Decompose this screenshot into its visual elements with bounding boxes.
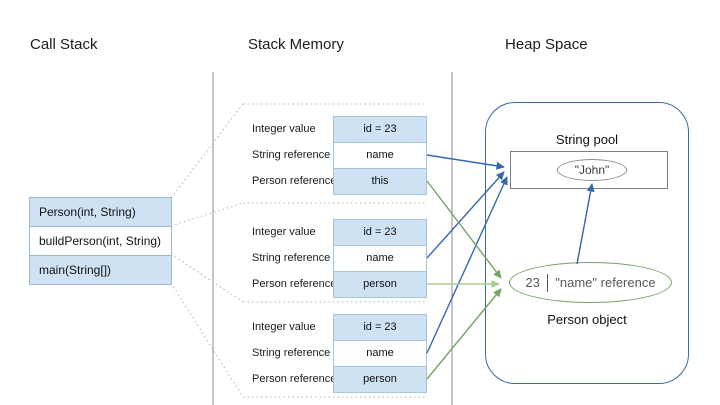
call-stack-row-person: Person(int, String) [30,198,171,226]
value-cells: id = 23 name this [333,116,427,195]
person-id-value: 23 [525,275,540,290]
value-cell: person [334,366,426,392]
value-separator [546,273,549,292]
heap-space-title: Heap Space [505,36,588,53]
value-cell: name [334,142,426,168]
string-pool-box: "John" [510,151,668,189]
stack-frame-1: Integer value String reference Person re… [243,116,427,196]
value-cell: id = 23 [334,117,426,142]
row-label: String reference [252,149,331,161]
value-cell: person [334,271,426,297]
row-label: Integer value [252,123,316,135]
value-cells: id = 23 name person [333,219,427,298]
row-label: Person reference [252,373,337,385]
value-cell: id = 23 [334,315,426,340]
call-stack-row-buildperson: buildPerson(int, String) [30,226,171,255]
row-label: Person reference [252,278,337,290]
frame-link-dotted-line [170,202,244,227]
row-label: Person reference [252,175,337,187]
stack-frame-3: Integer value String reference Person re… [243,314,427,394]
stack-memory-title: Stack Memory [248,36,344,53]
call-stack-box: Person(int, String) buildPerson(int, Str… [29,197,172,285]
frame-link-dotted-line [170,282,244,398]
row-label: String reference [252,252,331,264]
value-cell: name [334,245,426,271]
person-object-label: Person object [547,312,627,327]
call-stack-row-main: main(String[]) [30,255,171,284]
person-object-ellipse: 23 "name" reference [509,262,672,303]
value-cells: id = 23 name person [333,314,427,393]
row-label: String reference [252,347,331,359]
frame-link-dotted-line [170,253,244,303]
row-label: Integer value [252,321,316,333]
value-cell: this [334,168,426,194]
frame-link-dotted-line [170,103,244,199]
john-string-ellipse: "John" [557,159,627,181]
call-stack-title: Call Stack [30,36,98,53]
string-pool-label: String pool [555,132,619,147]
value-cell: name [334,340,426,366]
person-name-reference-value: "name" reference [555,275,656,290]
value-cell: id = 23 [334,220,426,245]
stack-frame-2: Integer value String reference Person re… [243,219,427,299]
heap-container: String pool "John" 23 "name" reference P… [485,102,689,384]
row-label: Integer value [252,226,316,238]
